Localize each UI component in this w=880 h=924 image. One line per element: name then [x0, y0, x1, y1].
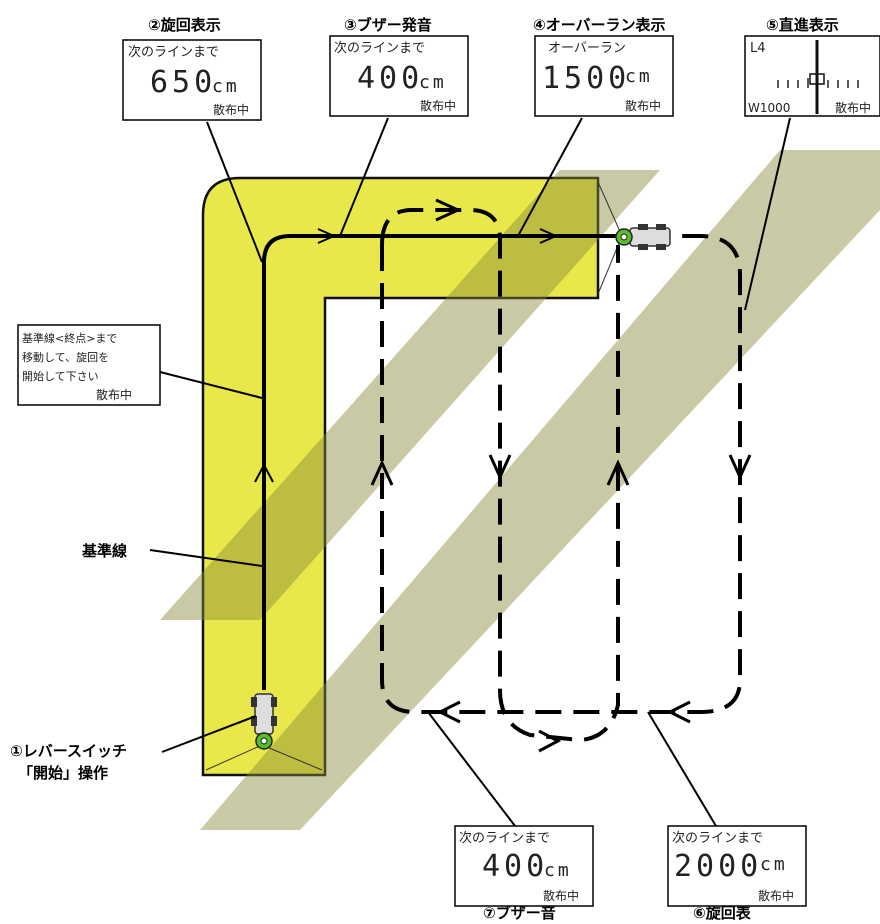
callout-step4: ④オーバーラン表示: [533, 16, 666, 34]
message-line1: 基準線<終点>まで: [22, 331, 117, 345]
display-label: 次のラインまで: [459, 830, 550, 846]
callout-step2: ②旋回表示: [148, 16, 221, 34]
display-label: オーバーラン: [548, 41, 626, 56]
callout-baseline: 基準線: [81, 542, 127, 560]
display-unit: cm: [544, 860, 572, 881]
display-status: 散布中: [625, 98, 661, 113]
callout-step5: ⑤直進表示: [766, 16, 839, 34]
message-line3: 開始して下さい: [22, 369, 99, 383]
callout-step3: ③ブザー発音: [344, 16, 432, 34]
display-status: 散布中: [213, 102, 249, 117]
tractor-turn-icon: [616, 224, 670, 250]
display-value: 2000: [674, 849, 762, 884]
display-unit: cm: [419, 72, 447, 93]
callout-step1-line2: 「開始」操作: [18, 764, 108, 782]
display-message: 基準線<終点>まで 移動して、旋回を 開始して下さい 散布中: [18, 325, 160, 405]
display-value: 400: [357, 61, 423, 96]
display-buzzer-400-bottom: 次のラインまで 400 cm 散布中: [455, 826, 593, 906]
display-value: 400: [482, 849, 548, 884]
display-unit: cm: [625, 66, 653, 87]
display-buzzer-400: 次のラインまで 400 cm 散布中: [330, 36, 468, 116]
display-value: 650: [150, 65, 216, 100]
display-turn-650: 次のラインまで 650 cm 散布中: [123, 40, 261, 120]
display-status: 散布中: [96, 387, 132, 402]
display-line-number: L4: [750, 41, 766, 56]
display-status: 散布中: [758, 888, 794, 903]
display-width: W1000: [748, 101, 790, 115]
display-overrun-1500: オーバーラン 1500 cm 散布中: [535, 36, 673, 116]
display-unit: cm: [212, 76, 240, 97]
display-value: 1500: [542, 61, 630, 96]
display-turn-2000: 次のラインまで 2000 cm 散布中: [668, 826, 806, 906]
display-label: 次のラインまで: [128, 44, 219, 60]
display-label: 次のラインまで: [672, 830, 763, 846]
display-straight: L4 W1000 散布中: [745, 36, 880, 116]
display-status: 散布中: [835, 100, 871, 115]
display-label: 次のラインまで: [334, 40, 425, 56]
callout-step1-line1: ①レバースイッチ: [10, 742, 127, 760]
display-unit: cm: [760, 854, 788, 875]
display-status: 散布中: [543, 888, 579, 903]
message-line2: 移動して、旋回を: [22, 350, 109, 364]
display-status: 散布中: [420, 98, 456, 113]
